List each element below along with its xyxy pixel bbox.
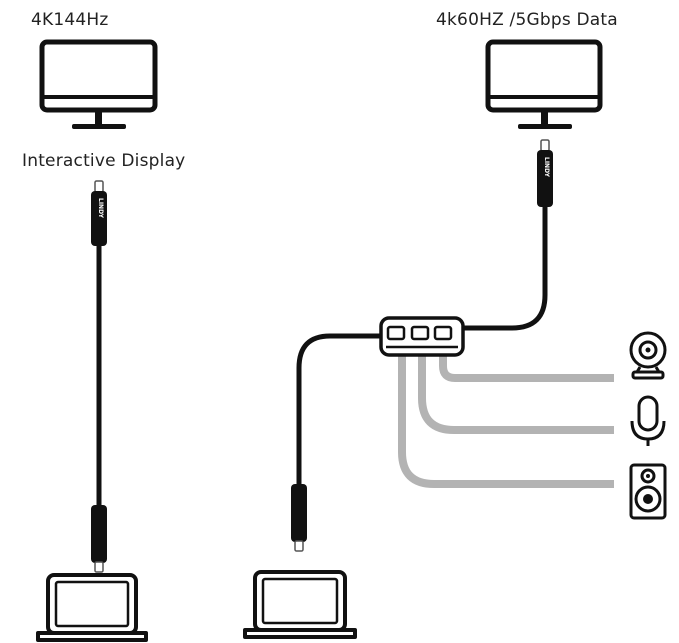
- microphone-line: [418, 355, 614, 434]
- usb-hub: [379, 316, 465, 357]
- left-display-label: 4K144Hz: [31, 10, 109, 30]
- right-display-label: 4k60HZ /5Gbps Data: [436, 10, 618, 30]
- speaker-icon: [629, 463, 667, 520]
- microphone-icon: [630, 395, 666, 446]
- hub-port: [386, 325, 406, 341]
- peripheral-lines: [398, 355, 614, 488]
- right-monitor: [485, 39, 603, 129]
- connector-brand-text: LINDY: [97, 198, 104, 219]
- laptop-connector: [291, 484, 307, 552]
- right-top-connector: LINDY: [537, 139, 553, 207]
- interactive-display-label: Interactive Display: [22, 151, 186, 171]
- left-top-connector: LINDY: [91, 180, 107, 246]
- right-cable: [462, 205, 548, 331]
- speaker-line: [398, 355, 614, 488]
- webcam-line: [439, 355, 614, 382]
- left-monitor: [39, 39, 158, 129]
- hub-port: [410, 325, 430, 341]
- hub-to-laptop-cable: [296, 333, 381, 486]
- hub-port: [433, 325, 453, 341]
- cables: [96, 205, 548, 507]
- left-bottom-connector: [91, 505, 107, 573]
- connector-brand-text: LINDY: [543, 157, 550, 178]
- right-laptop: [243, 570, 357, 639]
- webcam-icon: [629, 331, 667, 380]
- left-laptop: [36, 573, 148, 642]
